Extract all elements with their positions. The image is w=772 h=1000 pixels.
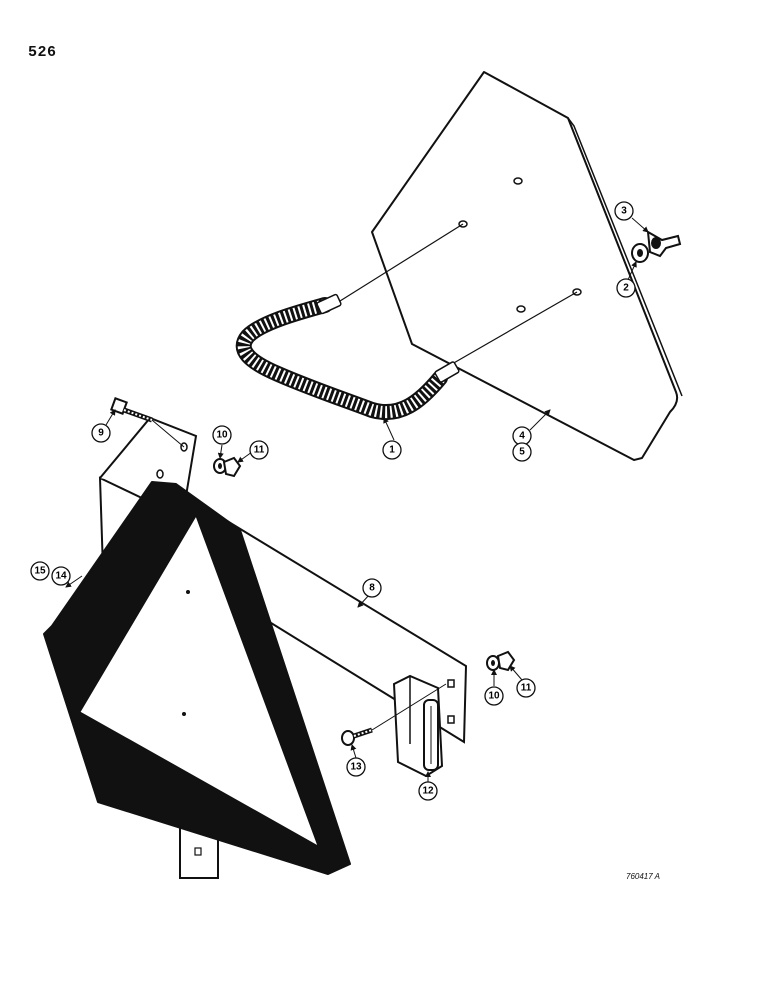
- mounting-plate: [371, 71, 683, 461]
- callout-10-lower: 10: [484, 686, 504, 706]
- wing-nut: [646, 230, 682, 258]
- callout-2: 2: [616, 278, 636, 298]
- svg-text:10: 10: [488, 691, 500, 702]
- callout-14: 14: [51, 566, 71, 586]
- callout-10-upper: 10: [212, 425, 232, 445]
- smv-emblem: [43, 481, 351, 879]
- projection-line: [371, 683, 447, 731]
- svg-text:10: 10: [216, 430, 228, 441]
- bolt-9: [110, 397, 153, 423]
- washer: [631, 243, 649, 263]
- bolt-13: [341, 727, 373, 746]
- callout-12: 12: [418, 781, 438, 801]
- hinge-bracket: [392, 674, 444, 778]
- svg-text:11: 11: [521, 683, 532, 694]
- projection-line: [339, 223, 464, 302]
- svg-text:14: 14: [55, 571, 67, 582]
- coiled-cable: [235, 293, 460, 421]
- svg-text:11: 11: [254, 445, 265, 456]
- projection-line: [151, 419, 185, 448]
- callout-13: 13: [346, 757, 366, 777]
- callout-1: 1: [382, 440, 402, 460]
- svg-text:13: 13: [350, 762, 362, 773]
- washer-10b: [486, 655, 500, 671]
- callout-11-upper: 11: [249, 440, 269, 460]
- callout-11-lower: 11: [516, 678, 536, 698]
- svg-text:9: 9: [98, 428, 104, 439]
- svg-text:5: 5: [519, 447, 525, 458]
- svg-text:8: 8: [369, 583, 375, 594]
- svg-text:15: 15: [34, 566, 46, 577]
- drawing-code: 760417 A: [626, 872, 660, 881]
- svg-text:2: 2: [623, 283, 629, 294]
- leader-lines: [65, 217, 649, 782]
- nut-11a: [222, 456, 242, 478]
- washer-10a: [213, 458, 227, 474]
- callout-9: 9: [91, 423, 111, 443]
- svg-text:1: 1: [389, 445, 395, 456]
- svg-text:4: 4: [519, 431, 525, 442]
- callout-4: 4: [512, 426, 532, 446]
- svg-text:12: 12: [422, 786, 434, 797]
- callout-3: 3: [614, 201, 634, 221]
- projection-line: [451, 291, 578, 365]
- callout-8: 8: [362, 578, 382, 598]
- callout-15: 15: [30, 561, 50, 581]
- page-number: 526: [28, 44, 57, 61]
- svg-text:3: 3: [621, 206, 627, 217]
- callout-5: 5: [512, 442, 532, 462]
